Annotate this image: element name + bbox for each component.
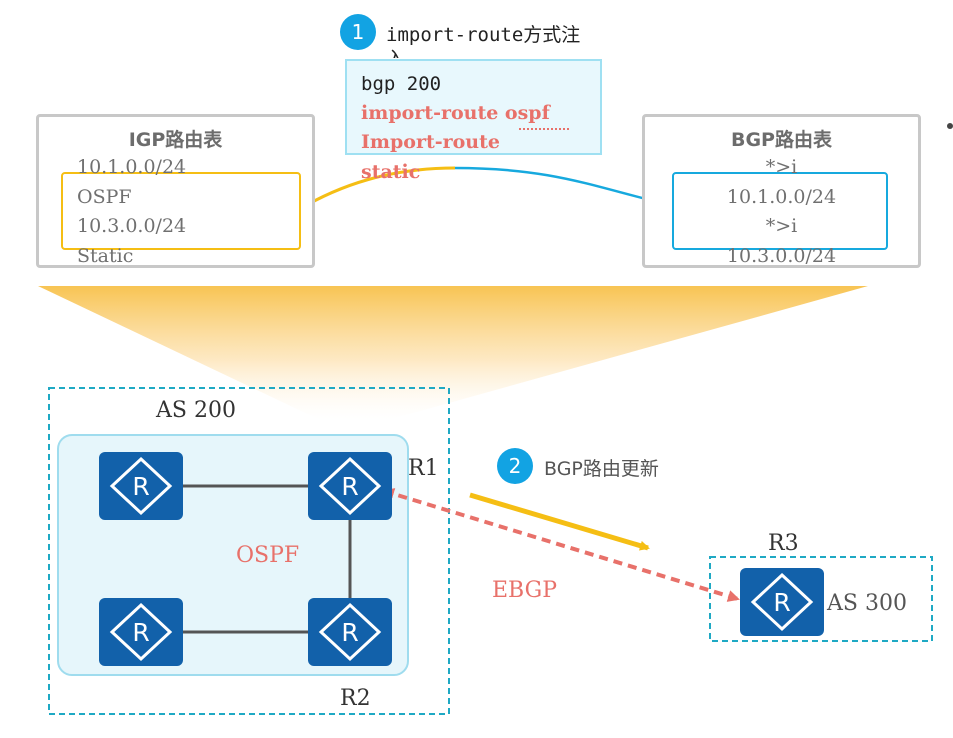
bgp-row-1: *>i (765, 156, 798, 178)
bullet-dot (947, 123, 953, 129)
svg-text:R: R (132, 472, 149, 501)
config-line-4: static (361, 161, 421, 183)
step-2-number: 2 (508, 454, 522, 478)
bgp-highlight-box (672, 172, 888, 250)
bgp-table-title: BGP路由表 (730, 129, 832, 151)
ebgp-session-arrow (382, 488, 740, 602)
ebgp-label: EBGP (492, 578, 558, 603)
ospf-label: OSPF (236, 543, 300, 568)
step-1-number: 1 (351, 20, 365, 44)
igp-row-3: 10.3.0.0/24 (77, 215, 187, 237)
spellcheck-underline (519, 124, 569, 130)
config-line-1: bgp 200 (361, 73, 442, 95)
router-top-left[interactable]: R (99, 452, 183, 520)
as200-label: AS 200 (156, 398, 236, 423)
igp-row-2: OSPF (77, 186, 132, 208)
bgp-row-2: 10.1.0.0/24 (726, 186, 837, 208)
bgp-update-arrow (469, 492, 650, 551)
igp-row-4: Static (77, 245, 134, 267)
svg-text:R: R (341, 618, 358, 647)
router-icon: R (318, 456, 382, 516)
router-icon: R (109, 602, 173, 662)
router-icon: R (109, 456, 173, 516)
config-line-2: import-route ospf (361, 102, 550, 124)
router-bottom-left[interactable]: R (99, 598, 183, 666)
step-2-text: BGP路由更新 (544, 458, 659, 480)
svg-text:R: R (341, 472, 358, 501)
r3-label: R3 (768, 531, 799, 556)
r1-label: R1 (408, 456, 439, 481)
svg-text:R: R (132, 618, 149, 647)
as300-label: AS 300 (827, 591, 907, 616)
bgp-row-4: 10.3.0.0/24 (726, 245, 837, 267)
config-line-3: Import-route (361, 131, 500, 153)
igp-row-1: 10.1.0.0/24 (77, 156, 187, 178)
router-r1[interactable]: R (308, 452, 392, 520)
step-1-badge: 1 (340, 14, 376, 50)
router-r3[interactable]: R (740, 568, 824, 636)
bgp-route-table: BGP路由表 (642, 114, 921, 268)
igp-table-title: IGP路由表 (128, 129, 223, 151)
igp-highlight-box (61, 172, 301, 250)
step-1-text-continued: 入 (386, 44, 405, 58)
router-icon: R (318, 602, 382, 662)
r2-label: R2 (340, 686, 371, 711)
step-1-text: import-route方式注 (386, 24, 581, 46)
igp-route-table: IGP路由表 (36, 114, 315, 268)
svg-text:R: R (773, 588, 790, 617)
bgp-config-box (345, 59, 602, 155)
router-icon: R (750, 572, 814, 632)
zoom-fan (38, 286, 868, 420)
router-r2[interactable]: R (308, 598, 392, 666)
step-2-badge: 2 (497, 448, 533, 484)
bgp-row-3: *>i (765, 215, 798, 237)
